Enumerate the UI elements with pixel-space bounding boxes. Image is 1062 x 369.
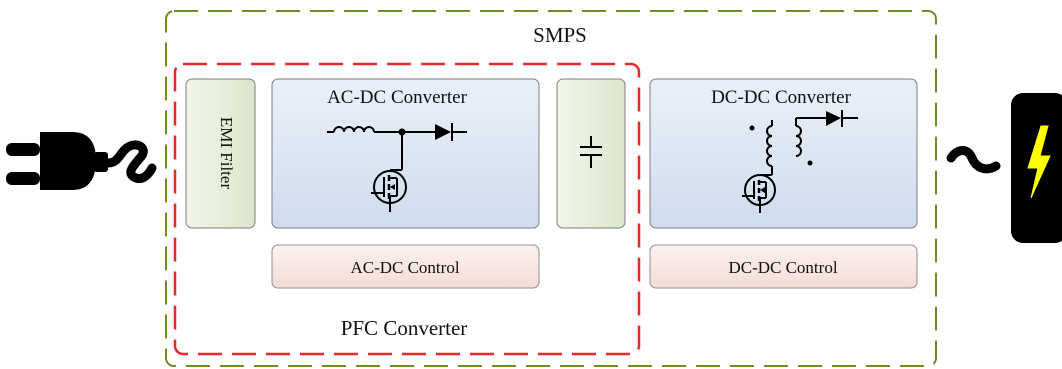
battery-lightning-icon: [1011, 93, 1062, 243]
pfc-label: PFC Converter: [341, 316, 468, 340]
ac-dc-control-block: [271, 244, 540, 289]
transformer-icon: [749, 117, 826, 175]
dc-dc-converter-label: DC-DC Converter: [711, 87, 852, 108]
emi-filter-block: [185, 78, 256, 229]
output-wave-icon: [946, 146, 1001, 174]
emi-filter-label: EMI Filter: [217, 117, 236, 190]
capacitor-icon: [580, 136, 602, 168]
dc-dc-schematic: [742, 110, 858, 213]
smps-boundary: [165, 10, 937, 367]
dc-dc-control-label: DC-DC Control: [728, 258, 837, 277]
ac-plug-icon: [6, 132, 157, 190]
diode-icon: [435, 123, 467, 141]
smps-label: SMPS: [533, 23, 587, 47]
pfc-boundary: [173, 62, 641, 356]
dc-dc-converter-block: [649, 78, 918, 229]
mosfet-icon: [742, 174, 776, 213]
ac-dc-converter-block: [271, 78, 540, 229]
diode-icon: [826, 110, 858, 127]
capacitor-block: [556, 78, 626, 229]
ac-dc-control-label: AC-DC Control: [350, 258, 459, 277]
ac-dc-schematic: [327, 123, 467, 212]
mosfet-icon: [371, 132, 407, 212]
ac-dc-converter-label: AC-DC Converter: [327, 87, 468, 108]
dc-dc-control-block: [649, 244, 918, 289]
